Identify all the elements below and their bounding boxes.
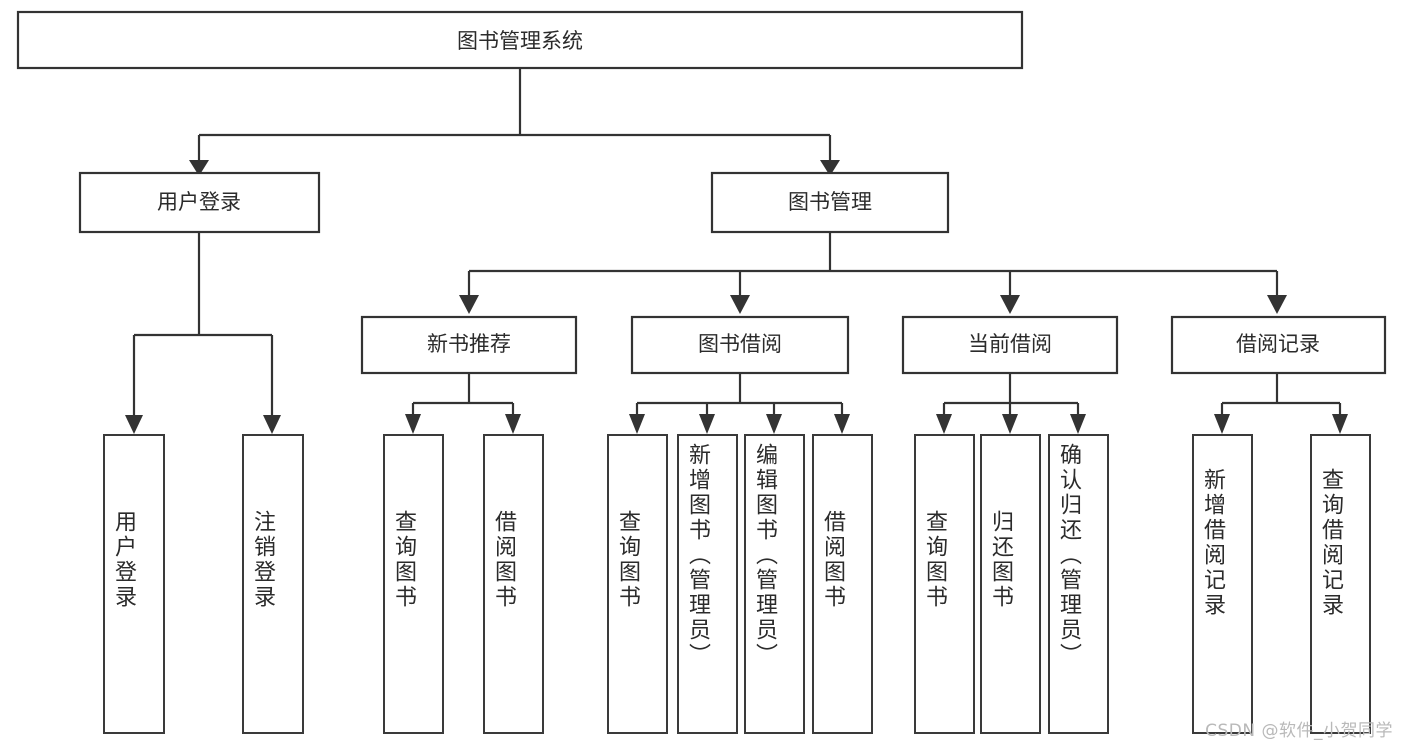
leaf-box-book-borrow-1[interactable]	[677, 434, 738, 734]
node-root-label: 图书管理系统	[457, 29, 583, 53]
node-new-book-recommend-label: 新书推荐	[427, 332, 511, 356]
connector-layer	[125, 68, 1348, 434]
csdn-watermark: CSDN @软件_小贺同学	[1205, 721, 1393, 741]
node-user-login-box[interactable]	[78, 171, 321, 234]
node-current-borrow-box[interactable]	[901, 315, 1119, 375]
arrow-head-leaf-user-login	[125, 415, 143, 434]
node-book-management-box[interactable]	[710, 171, 950, 234]
arrow-head-bookborrow-leaf-3	[766, 414, 782, 434]
leaf-box-book-borrow-0[interactable]	[607, 434, 668, 734]
leaf-box-user-login-1[interactable]	[242, 434, 304, 734]
arrow-head-newbook-leaf-2	[505, 414, 521, 434]
leaf-box-user-login-0[interactable]	[103, 434, 165, 734]
node-book-borrow-label: 图书借阅	[698, 332, 782, 356]
node-root-box[interactable]	[16, 10, 1024, 70]
leaf-box-new-book-0[interactable]	[383, 434, 444, 734]
arrow-head-currentborrow	[1000, 295, 1020, 314]
arrow-head-currentborrow-leaf-3	[1070, 414, 1086, 434]
node-new-book-recommend-box[interactable]	[360, 315, 578, 375]
node-book-borrow-box[interactable]	[630, 315, 850, 375]
arrow-head-borrowrecord-leaf-1	[1214, 414, 1230, 434]
node-borrow-record-label: 借阅记录	[1236, 332, 1320, 356]
node-layer: 图书管理系统 用户登录 图书管理 新书推荐 图书借阅 当前借阅 借阅记录	[16, 10, 1387, 734]
arrow-head-currentborrow-leaf-1	[936, 414, 952, 434]
arrow-head-bookborrow	[730, 295, 750, 314]
arrow-head-currentborrow-leaf-2	[1002, 414, 1018, 434]
leaf-box-new-book-1[interactable]	[483, 434, 544, 734]
arrow-head-bookborrow-leaf-2	[699, 414, 715, 434]
leaf-box-current-borrow-1[interactable]	[980, 434, 1041, 734]
leaf-box-borrow-record-0[interactable]	[1192, 434, 1253, 734]
leaf-box-current-borrow-2[interactable]	[1048, 434, 1109, 734]
node-book-management-label: 图书管理	[788, 190, 872, 214]
arrow-head-borrowrecord-leaf-2	[1332, 414, 1348, 434]
leaf-box-current-borrow-0[interactable]	[914, 434, 975, 734]
arrow-head-borrowrecord	[1267, 295, 1287, 314]
leaf-box-book-borrow-2[interactable]	[744, 434, 805, 734]
node-current-borrow-label: 当前借阅	[968, 332, 1052, 356]
leaf-box-borrow-record-1[interactable]	[1310, 434, 1371, 734]
arrow-head-bookborrow-leaf-4	[834, 414, 850, 434]
node-borrow-record-box[interactable]	[1170, 315, 1387, 375]
arrow-head-bookborrow-leaf-1	[629, 414, 645, 434]
arrow-head-newbook	[459, 295, 479, 314]
arrow-head-bookmgmt	[820, 160, 840, 176]
node-user-login-label: 用户登录	[157, 190, 241, 214]
arrow-head-newbook-leaf-1	[405, 414, 421, 434]
arrow-head-leaf-logout	[263, 415, 281, 434]
arrow-head-userlogin	[189, 160, 209, 176]
leaf-box-book-borrow-3[interactable]	[812, 434, 873, 734]
